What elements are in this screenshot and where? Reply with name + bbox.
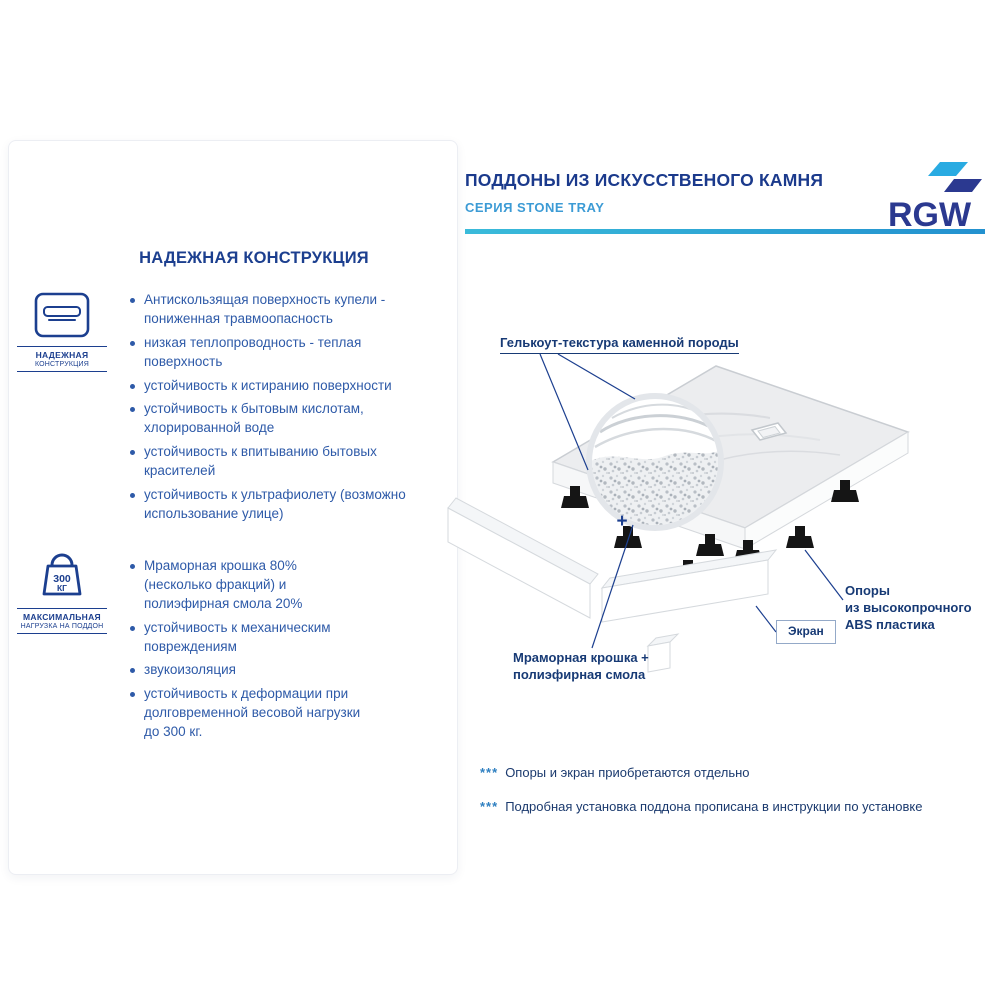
logo-flag-blue (944, 179, 982, 192)
screen-panels (447, 497, 778, 673)
label-marble-resin: Мраморная крошка + полиэфирная смола (513, 649, 649, 683)
load-badge-caption: МАКСИМАЛЬНАЯ НАГРУЗКА НА ПОДДОН (17, 608, 107, 634)
texture-magnifier: + (586, 393, 724, 532)
leader-lines (539, 353, 844, 649)
weight-icon: 300 КГ (42, 553, 82, 596)
label-gelcoat-texture: Гелькоут-текстура каменной породы (500, 334, 739, 355)
footnote-text: Подробная установка поддона прописана в … (505, 799, 923, 814)
construction-badge-caption: НАДЕЖНАЯ КОНСТРУКЦИЯ (17, 346, 107, 372)
marble-chips-texture (592, 450, 718, 525)
reliable-construction-badge: НАДЕЖНАЯ КОНСТРУКЦИЯ (17, 291, 107, 372)
feature-item: низкая теплопроводность - теплая поверхн… (127, 334, 419, 372)
label-line: Опоры (845, 583, 890, 598)
plus-sign: + (616, 511, 627, 532)
page-title: ПОДДОНЫ ИЗ ИСКУССТВЕНОГО КАМНЯ (465, 170, 824, 190)
feature-item: устойчивость к бытовым кислотам, хлориро… (127, 400, 419, 438)
footnote-text: Опоры и экран приобретаются отдельно (505, 765, 750, 780)
feature-item: звукоизоляция (127, 661, 365, 680)
leader-texture-to-lens (557, 353, 636, 400)
badge-caption-line: НАГРУЗКА НА ПОДДОН (20, 623, 104, 630)
tray-profile-icon (34, 292, 90, 338)
feature-item: устойчивость к деформации при долговреме… (127, 685, 365, 742)
weight-value: 300 (53, 573, 71, 585)
gelcoat-streak (599, 414, 713, 434)
drain-inner (757, 425, 781, 439)
label-screen: Экран (776, 620, 836, 644)
tray-diagram: + (447, 353, 910, 673)
features-panel: НАДЕЖНАЯ КОНСТРУКЦИЯ НАДЕЖНАЯ КОНСТРУКЦИ… (8, 140, 458, 875)
feature-item: Антискользящая поверхность купели - пони… (127, 291, 419, 329)
max-load-badge: 300 КГ МАКСИМАЛЬНАЯ НАГРУЗКА НА ПОДДОН (17, 549, 107, 634)
gelcoat-streak (594, 427, 718, 449)
screen-panel-front (601, 559, 769, 623)
logo-text: RGW (888, 196, 972, 234)
feature-list-material: Мраморная крошка 80% (несколько фракций)… (127, 557, 365, 747)
footnote: *** Подробная установка поддона прописана… (480, 799, 922, 814)
rgw-logo-mark: RGW (888, 162, 982, 234)
header-divider (465, 229, 985, 234)
weight-unit: КГ (57, 583, 67, 593)
label-line: Мраморная крошка + (513, 650, 649, 665)
feature-item: Мраморная крошка 80% (несколько фракций)… (127, 557, 365, 614)
badge-caption-line: МАКСИМАЛЬНАЯ (23, 612, 101, 622)
footnote-marker: *** (480, 765, 499, 780)
feature-item: устойчивость к впитыванию бытовых красит… (127, 443, 419, 481)
feature-item: устойчивость к механическим повреждениям (127, 619, 365, 657)
logo-flag-cyan (928, 162, 968, 176)
feature-list-construction: Антискользящая поверхность купели - пони… (127, 291, 419, 529)
leader-screen-to-panel (755, 605, 777, 633)
feature-item: устойчивость к истиранию поверхности (127, 377, 419, 396)
label-line: полиэфирная смола (513, 667, 646, 683)
label-line: из высокопрочного (845, 600, 972, 616)
leader-supports-to-foot (804, 549, 844, 601)
leader-texture-to-tray (539, 353, 589, 471)
leader-marble-to-lens (591, 524, 634, 649)
label-line: ABS пластика (845, 617, 935, 633)
rgw-logo: RGW (888, 160, 982, 234)
badge-caption-line: НАДЕЖНАЯ (35, 350, 89, 360)
footnote: *** Опоры и экран приобретаются отдельно (480, 765, 750, 780)
features-panel-title: НАДЕЖНАЯ КОНСТРУКЦИЯ (139, 249, 369, 267)
footnote-marker: *** (480, 799, 499, 814)
series-subtitle: СЕРИЯ STONE TRAY (465, 200, 605, 215)
support-foot (786, 526, 814, 548)
badge-caption-line: КОНСТРУКЦИЯ (34, 361, 90, 368)
feature-item: устойчивость к ультрафиолету (возможно и… (127, 486, 419, 524)
screen-corner-front (647, 641, 671, 673)
label-abs-supports: Опоры из высокопрочного ABS пластика (845, 582, 995, 633)
screen-panel-left (447, 507, 591, 619)
